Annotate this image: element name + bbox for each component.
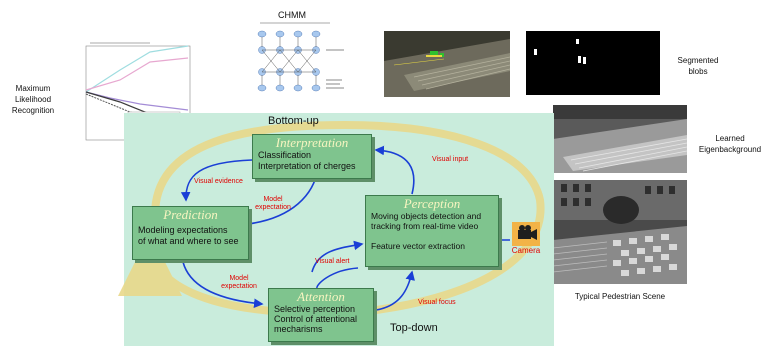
attention-text: Selective perception Control of attentio… — [274, 304, 358, 334]
bottom-up-label: Bottom-up — [268, 115, 319, 127]
prediction-text: Modeling expectations of what and where … — [138, 225, 239, 246]
visual-focus-label: Visual focus — [418, 299, 456, 306]
camera-icon — [512, 222, 540, 246]
camera-label: Camera — [511, 246, 541, 255]
visual-evidence-label: Visual evidence — [194, 178, 243, 185]
model-expectation-bottom-label: Model expectation — [221, 275, 257, 290]
attention-box: Attention Selective perception Control o… — [268, 288, 374, 342]
interpretation-box: Interpretation Classification Interpreta… — [252, 134, 372, 179]
visual-alert-label: Visual alert — [315, 258, 350, 265]
perception-title: Perception — [403, 196, 461, 211]
max-likelihood-label: Maximum Likelihood Recognition — [11, 84, 55, 115]
chmm-diagram-image — [257, 22, 344, 92]
scene-frame-image — [384, 31, 510, 97]
pedestrian-scene-image — [553, 180, 687, 284]
eigenbackground-image — [553, 105, 687, 173]
interpretation-text: Classification Interpretation of cherges — [258, 150, 356, 171]
pedestrian-scene-label: Typical Pedestrian Scene — [574, 292, 666, 301]
segmented-blobs-image — [526, 31, 660, 95]
interpretation-title: Interpretation — [275, 135, 349, 150]
prediction-title: Prediction — [163, 207, 218, 222]
prediction-box: Prediction Modeling expectations of what… — [132, 206, 249, 260]
perception-box: Perception Moving objects detection and … — [365, 195, 499, 267]
chmm-title: CHMM — [278, 10, 306, 20]
eigenbackground-label: Learned Eigenbackground — [698, 134, 762, 154]
model-expectation-top-label: Model expectation — [255, 196, 291, 211]
attention-title: Attention — [297, 289, 345, 304]
segmented-blobs-label: Segmented blobs — [677, 56, 719, 76]
top-down-label: Top-down — [390, 322, 438, 334]
perception-text: Moving objects detection and tracking fr… — [371, 211, 482, 251]
visual-input-label: Visual input — [432, 156, 469, 163]
